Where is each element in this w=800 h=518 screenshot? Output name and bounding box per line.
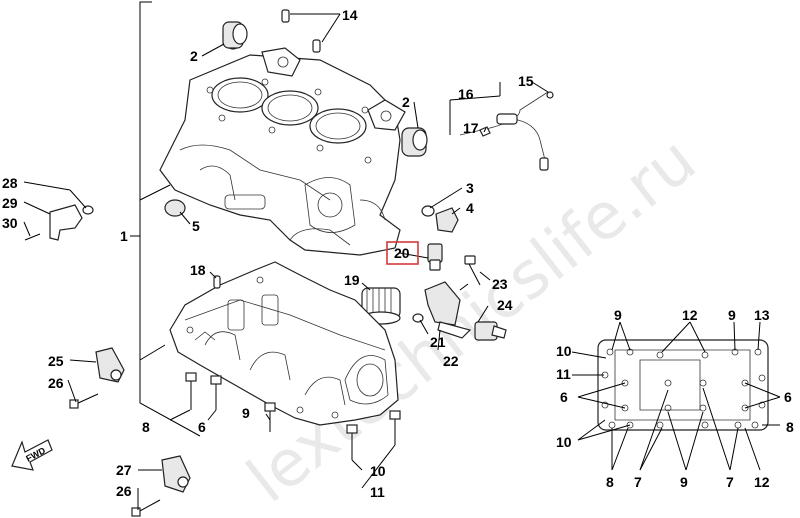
callout-8[interactable]: 8 [142, 419, 150, 435]
bolt-23 [464, 255, 481, 286]
callout-7[interactable]: 7 [726, 474, 734, 490]
bracket-25 [95, 347, 125, 383]
callout-22[interactable]: 22 [443, 353, 459, 369]
crankcase-bolts [185, 372, 401, 460]
callout-26[interactable]: 26 [48, 375, 64, 391]
callout-13[interactable]: 13 [754, 307, 770, 323]
mount-bushing-right [401, 127, 428, 157]
callout-9[interactable]: 9 [728, 307, 736, 323]
callout-28[interactable]: 28 [2, 175, 18, 191]
lower-crankcase [169, 261, 399, 426]
callout-19[interactable]: 19 [344, 272, 360, 288]
callout-15[interactable]: 15 [518, 73, 534, 89]
callout-6[interactable]: 6 [560, 389, 568, 405]
callout-10[interactable]: 10 [370, 463, 386, 479]
callout-12[interactable]: 12 [754, 474, 770, 490]
callout-2[interactable]: 2 [190, 48, 198, 64]
callout-5[interactable]: 5 [192, 218, 200, 234]
upper-crankcase [159, 47, 406, 256]
highlight-box-20 [386, 241, 419, 265]
bolt-26-upper [69, 393, 99, 409]
callout-11[interactable]: 11 [370, 484, 385, 500]
callout-labels: 1 2 2 3 4 5 6 6 6 7 7 8 8 8 9 9 9 9 10 1… [2, 7, 794, 500]
o-ring-3 [421, 205, 435, 217]
callout-2[interactable]: 2 [402, 94, 410, 110]
callout-24[interactable]: 24 [497, 297, 513, 313]
callout-26[interactable]: 26 [116, 483, 132, 499]
callout-25[interactable]: 25 [48, 353, 64, 369]
leader-lines [23, 13, 781, 510]
plug-5 [164, 199, 186, 217]
callout-9[interactable]: 9 [680, 474, 688, 490]
callout-7[interactable]: 7 [634, 474, 642, 490]
callout-10[interactable]: 10 [556, 434, 572, 450]
bolt-pattern-inset [597, 339, 769, 431]
callout-12[interactable]: 12 [682, 307, 698, 323]
callout-8[interactable]: 8 [606, 474, 614, 490]
callout-3[interactable]: 3 [466, 180, 474, 196]
callout-18[interactable]: 18 [190, 262, 206, 278]
callout-23[interactable]: 23 [492, 276, 508, 292]
switch-20 [427, 243, 443, 271]
callout-9[interactable]: 9 [614, 307, 622, 323]
callout-16[interactable]: 16 [458, 86, 474, 102]
callout-1[interactable]: 1 [120, 228, 128, 244]
stud-18 [213, 275, 221, 289]
callout-9[interactable]: 9 [242, 405, 250, 421]
callout-14[interactable]: 14 [342, 7, 358, 23]
bracket-27 [161, 455, 191, 493]
callout-27[interactable]: 27 [116, 462, 132, 478]
bolt-30 [24, 233, 41, 241]
callout-6[interactable]: 6 [784, 389, 792, 405]
callout-29[interactable]: 29 [2, 195, 18, 211]
assembly-bracket [130, 1, 201, 437]
oil-filter-19 [361, 287, 401, 325]
callout-4[interactable]: 4 [466, 200, 474, 216]
callout-6[interactable]: 6 [198, 419, 206, 435]
dowel-pins [281, 9, 321, 53]
sensor-harness [459, 91, 554, 171]
fitting-29 [49, 204, 94, 241]
callout-30[interactable]: 30 [2, 215, 18, 231]
fwd-arrow: FWD [11, 439, 53, 471]
callout-17[interactable]: 17 [463, 120, 479, 136]
callout-20[interactable]: 20 [394, 245, 410, 261]
callout-10[interactable]: 10 [556, 343, 572, 359]
callout-21[interactable]: 21 [430, 334, 446, 350]
callout-11[interactable]: 11 [556, 366, 571, 382]
sensor-24 [474, 321, 507, 341]
callout-8[interactable]: 8 [786, 419, 794, 435]
fitting-21-22 [412, 281, 472, 339]
bolt-26-lower [131, 499, 161, 517]
mount-bushing-top [222, 21, 248, 50]
